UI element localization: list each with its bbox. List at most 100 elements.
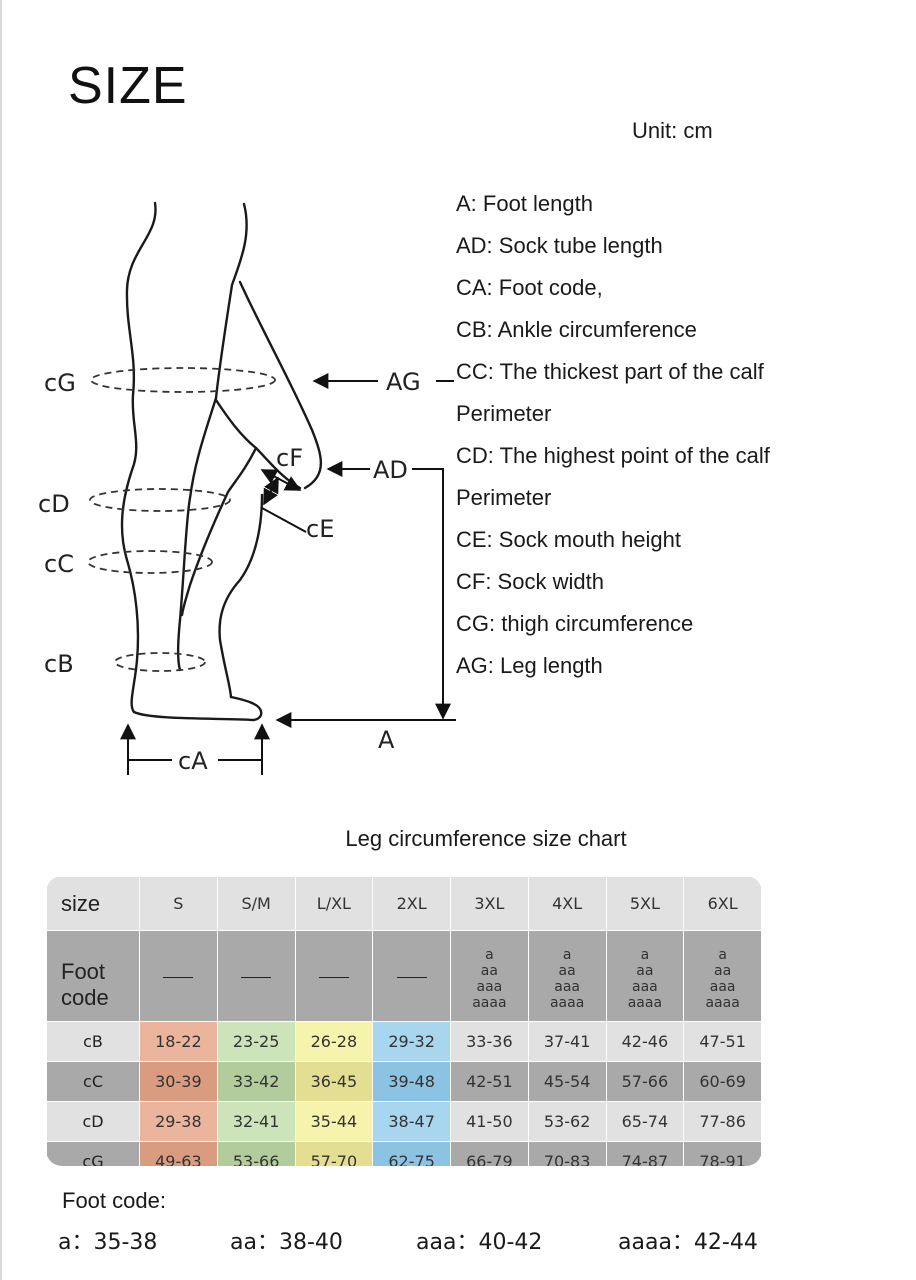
ce-arrow bbox=[263, 476, 279, 506]
table-row: cD 29-38 32-41 35-44 38-47 41-50 53-62 6… bbox=[46, 1101, 762, 1142]
table-cell: 60-69 bbox=[683, 1061, 762, 1102]
size-header-cell: L/XL bbox=[294, 876, 374, 931]
label-ad: AD bbox=[373, 456, 408, 484]
label-ca: cA bbox=[178, 747, 208, 775]
fc-aa: aa bbox=[714, 963, 732, 979]
cd-ring bbox=[89, 488, 231, 512]
table-cell: 37-41 bbox=[527, 1021, 607, 1062]
table-row: cB 18-22 23-25 26-28 29-32 33-36 37-41 4… bbox=[46, 1021, 762, 1062]
foot-code-empty bbox=[139, 930, 218, 1022]
circumference-rings bbox=[87, 367, 276, 672]
measurement-legend: A: Foot length AD: Sock tube length CA: … bbox=[456, 188, 770, 692]
table-cell: 26-28 bbox=[294, 1021, 374, 1062]
table-cell: 33-42 bbox=[216, 1061, 296, 1102]
table-cell: 74-87 bbox=[605, 1141, 685, 1166]
label-ag: AG bbox=[386, 368, 421, 396]
legend-item: CF: Sock width bbox=[456, 569, 604, 594]
table-cell: 18-22 bbox=[139, 1021, 218, 1062]
left-border bbox=[0, 0, 2, 1280]
foot-code-value: aaa：40-42 bbox=[416, 1230, 543, 1255]
table-cell: 70-83 bbox=[527, 1141, 607, 1166]
size-header-cell: S/M bbox=[216, 876, 296, 931]
table-cell: 78-91 bbox=[683, 1141, 762, 1166]
table-cell: 33-36 bbox=[450, 1021, 529, 1062]
leg-measurement-diagram: cG cD cC cB cA cF cE AG AD A bbox=[38, 201, 456, 775]
legend-item: CE: Sock mouth height bbox=[456, 527, 682, 552]
legend-item: AD: Sock tube length bbox=[456, 233, 663, 258]
empty-dash bbox=[163, 976, 194, 978]
table-row: cC 30-39 33-42 36-45 39-48 42-51 45-54 5… bbox=[46, 1061, 762, 1102]
foot-code-note-title: Foot code: bbox=[62, 1188, 166, 1213]
size-header-cell: 6XL bbox=[683, 876, 762, 931]
foot-code-empty bbox=[294, 930, 374, 1022]
legend-item: CA: Foot code, bbox=[456, 275, 603, 300]
table-cell: 38-47 bbox=[372, 1101, 451, 1142]
foot-code-empty bbox=[372, 930, 451, 1022]
fc-aaaa: aaaa bbox=[627, 995, 663, 1011]
foot-code-value: aaaa：42-44 bbox=[618, 1230, 758, 1255]
legend-item: CG: thigh circumference bbox=[456, 611, 694, 636]
legend-item: CB: Ankle circumference bbox=[456, 317, 697, 342]
fc-a: a bbox=[562, 947, 572, 963]
ad-vertical bbox=[412, 468, 451, 720]
row-label: cB bbox=[46, 1021, 140, 1062]
table-cell: 29-32 bbox=[372, 1021, 451, 1062]
foot-code-value: a：35-38 bbox=[58, 1230, 158, 1255]
leg-outline bbox=[120, 201, 322, 722]
legend-item: Perimeter bbox=[456, 485, 552, 510]
legend-item: CD: The highest point of the calf bbox=[456, 443, 770, 468]
page-title: SIZE bbox=[68, 57, 188, 115]
row-label: cD bbox=[46, 1101, 140, 1142]
table-cell: 57-66 bbox=[605, 1061, 685, 1102]
size-chart-title: Leg circumference size chart bbox=[345, 826, 627, 851]
table-header-row: size S S/M L/XL 2XL 3XL 4XL 5XL 6XL bbox=[46, 876, 762, 931]
label-cd: cD bbox=[38, 490, 70, 518]
label-cf: cF bbox=[276, 444, 303, 472]
label-cg: cG bbox=[44, 369, 76, 397]
label-cc: cC bbox=[44, 550, 74, 578]
label-a: A bbox=[378, 726, 395, 754]
fc-a: a bbox=[640, 947, 650, 963]
fc-aaaa: aaaa bbox=[549, 995, 585, 1011]
table-cell: 36-45 bbox=[294, 1061, 374, 1102]
fc-aa: aa bbox=[636, 963, 654, 979]
empty-dash bbox=[396, 976, 427, 978]
table-cell: 32-41 bbox=[216, 1101, 296, 1142]
legend-item: Perimeter bbox=[456, 401, 552, 426]
unit-label: Unit: cm bbox=[632, 118, 713, 143]
row-label: cG bbox=[46, 1141, 140, 1166]
fc-aa: aa bbox=[480, 963, 498, 979]
fc-aaaa: aaaa bbox=[472, 995, 507, 1011]
fc-a: a bbox=[718, 947, 727, 963]
size-header-cell: 5XL bbox=[605, 876, 685, 931]
table-cell: 45-54 bbox=[527, 1061, 607, 1102]
size-header-cell: 3XL bbox=[450, 876, 529, 931]
fc-aaa: aaa bbox=[709, 979, 736, 995]
cf-arrow bbox=[260, 469, 302, 491]
table-cell: 42-46 bbox=[605, 1021, 685, 1062]
legend-item: AG: Leg length bbox=[456, 653, 603, 678]
table-cell: 30-39 bbox=[139, 1061, 218, 1102]
legend-item: A: Foot length bbox=[456, 191, 593, 216]
table-cell: 29-38 bbox=[139, 1101, 218, 1142]
table-row: cG 49-63 53-66 57-70 62-75 66-79 70-83 7… bbox=[46, 1141, 762, 1166]
size-header-cell: S bbox=[139, 876, 218, 931]
ce-leader bbox=[261, 507, 307, 533]
table-cell: 57-70 bbox=[294, 1141, 374, 1166]
table-cell: 77-86 bbox=[683, 1101, 762, 1142]
row-label: cC bbox=[46, 1061, 140, 1102]
table-cell: 39-48 bbox=[372, 1061, 451, 1102]
fc-aaaa: aaaa bbox=[705, 995, 740, 1011]
table-cell: 49-63 bbox=[139, 1141, 218, 1166]
table-cell: 42-51 bbox=[450, 1061, 529, 1102]
size-chart-table: size S S/M L/XL 2XL 3XL 4XL 5XL 6XL Foot… bbox=[46, 876, 762, 1166]
foot-code-empty bbox=[216, 930, 296, 1022]
size-header-cell: 4XL bbox=[527, 876, 607, 931]
label-ce: cE bbox=[306, 515, 334, 543]
size-header-cell: 2XL bbox=[372, 876, 451, 931]
empty-dash bbox=[241, 976, 272, 978]
fc-aaa: aaa bbox=[476, 979, 503, 995]
